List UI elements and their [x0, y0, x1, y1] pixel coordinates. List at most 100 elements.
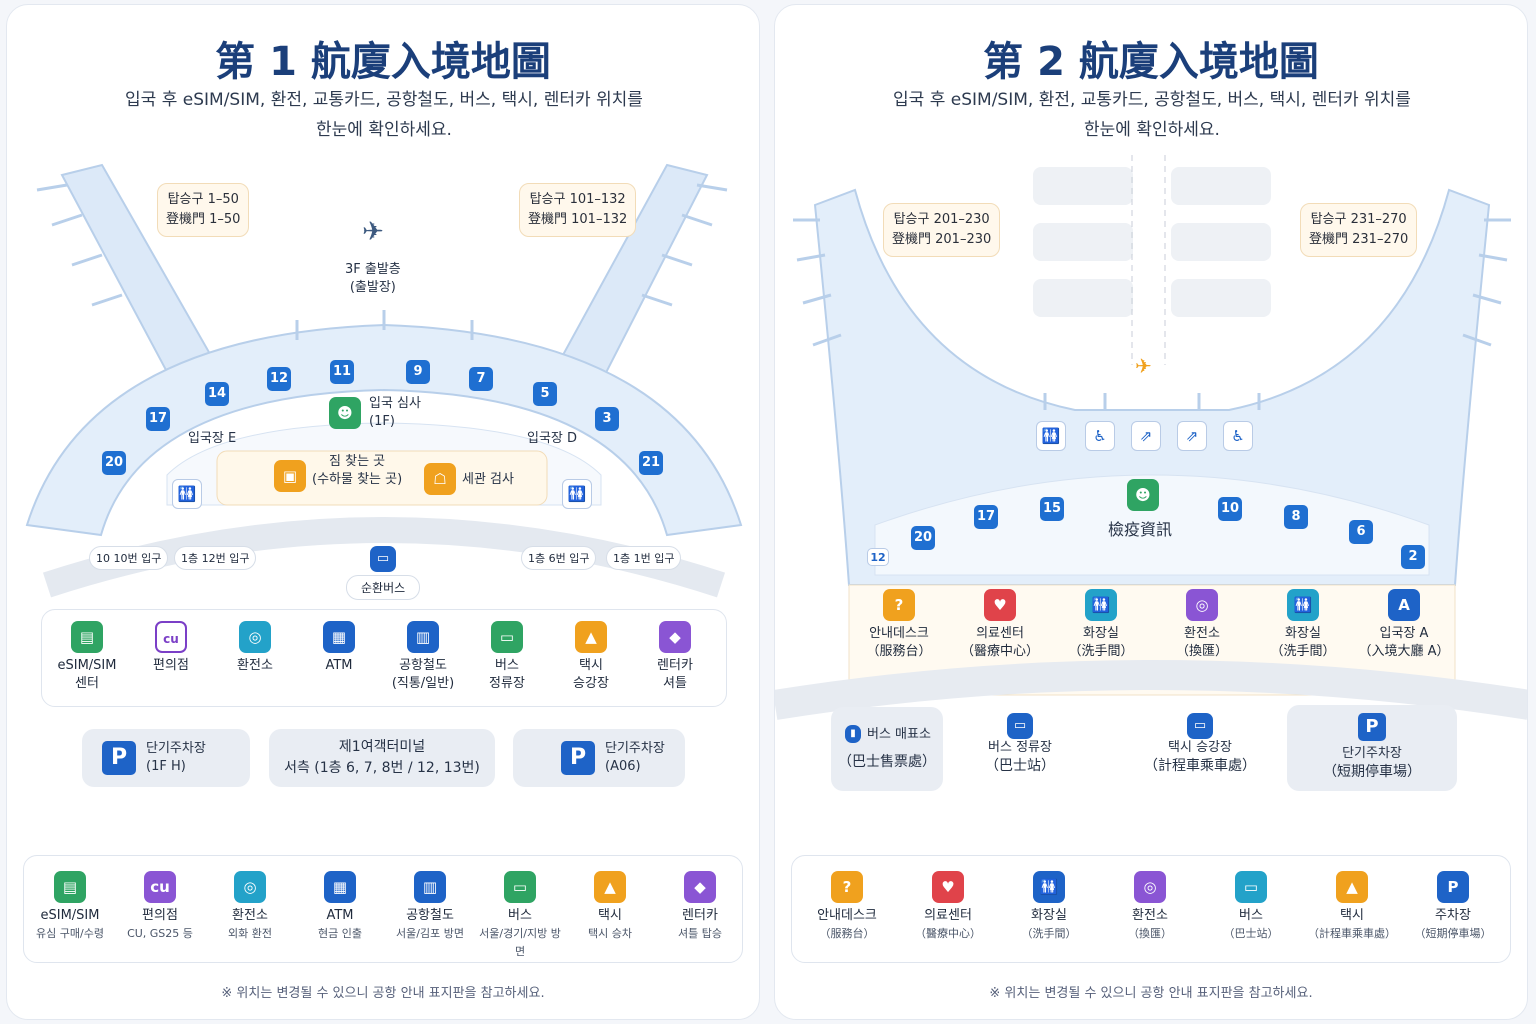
t1-terminal-west: 제1여객터미널 서측 (1층 6, 7, 8번 / 12, 13번) [269, 729, 495, 787]
t1-subtitle: 입국 후 eSIM/SIM, 환전, 교통카드, 공항철도, 버스, 택시, 렌… [125, 90, 643, 140]
t1-parking-left[interactable]: P 단기주차장 (1F H) [82, 729, 250, 787]
t2-bus-stop[interactable]: ▭ 버스 정류장 （巴士站） [960, 713, 1080, 775]
t1-entrance: 1층 1번 입구 [606, 546, 682, 570]
question-icon: ? [883, 589, 915, 621]
t2-bus-ticket[interactable]: ▮ 버스 매표소 （巴士售票處） [831, 707, 943, 791]
t1-parking-right[interactable]: P 단기주차장 (A06) [513, 729, 685, 787]
accessible-icon: ♿ [1223, 421, 1253, 451]
immigration-icon: ☻ [329, 397, 361, 429]
bus-icon: ▭ [504, 871, 536, 903]
customs-icon: ☖ [424, 463, 456, 495]
cu-icon: cu [144, 871, 176, 903]
taxi-icon: ▲ [1336, 871, 1368, 903]
t1-baggage-label: 짐 찾는 곳 (수하물 찾는 곳) [312, 454, 403, 487]
gate-number: 15 [1040, 497, 1064, 521]
t2-gate-right: 탑승구 231–270 登機門 231–270 [1300, 203, 1418, 257]
bus-icon: ▭ [491, 621, 523, 653]
cu-icon: cu [155, 621, 187, 653]
t1-entrance: 1층 6번 입구 [521, 546, 597, 570]
service-item[interactable]: ◎환전소（換匯） [1100, 871, 1200, 943]
ticket-icon: ▮ [845, 725, 861, 743]
t1-immigration-label: 입국 심사 (1F) [369, 396, 421, 429]
train-icon: ▥ [407, 621, 439, 653]
service-item[interactable]: 🚻화장실（洗手間） [1051, 589, 1151, 661]
t1-departure-label: 3F 출발층 (출발장) [345, 262, 401, 295]
gate-number: 11 [330, 360, 354, 384]
esim-icon: ▤ [54, 871, 86, 903]
t1-entrance: 1층 12번 입구 [174, 546, 257, 570]
bus-icon: ▭ [1007, 713, 1033, 739]
medical-icon: ♥ [932, 871, 964, 903]
restroom-icon: 🚻 [562, 479, 592, 509]
service-item[interactable]: ▥공항철도(직통/일반) [381, 621, 465, 693]
restroom-icon: 🚻 [172, 479, 202, 509]
t1-note: ※ 위치는 변경될 수 있으니 공항 안내 표지판을 참고하세요. [221, 986, 545, 1001]
parking-icon: P [1358, 713, 1386, 741]
service-item[interactable]: ▲택시（計程車乘車處） [1302, 871, 1402, 943]
taxi-icon: ▭ [1187, 713, 1213, 739]
parking-icon: P [1437, 871, 1469, 903]
accessible-icon: ♿ [1085, 421, 1115, 451]
gate-number: 20 [911, 526, 935, 550]
parking-icon: P [102, 741, 136, 775]
restroom-icon: 🚻 [1085, 589, 1117, 621]
service-item[interactable]: ?안내데스크（服務台） [849, 589, 949, 661]
t1-gate-right: 탑승구 101–132 登機門 101–132 [519, 183, 637, 237]
gate-number: 14 [205, 382, 229, 406]
service-item[interactable]: 🚻화장실（洗手間） [999, 871, 1099, 943]
terminal-2-panel: 第 2 航廈入境地圖 입국 후 eSIM/SIM, 환전, 교통카드, 공항철도… [774, 4, 1528, 1020]
baggage-icon: ▣ [274, 460, 306, 492]
t2-parking[interactable]: P 단기주차장 （短期停車場） [1287, 705, 1457, 791]
service-item[interactable]: ♥의료센터（醫療中心） [950, 589, 1050, 661]
exchange-icon: ◎ [239, 621, 271, 653]
gate-number: 12 [867, 548, 889, 566]
service-item[interactable]: ♥의료센터（醫療中心） [898, 871, 998, 943]
esim-icon: ▤ [71, 621, 103, 653]
t2-taxi-stand[interactable]: ▭ 택시 승강장 （計程車乘車處） [1135, 713, 1265, 775]
service-item[interactable]: ◎환전소 [213, 621, 297, 675]
rentacar-icon: ◆ [659, 621, 691, 653]
atm-icon: ▦ [323, 621, 355, 653]
restroom-icon: 🚻 [1287, 589, 1319, 621]
t1-shuttle-label: 순환버스 [346, 575, 421, 600]
question-icon: ? [831, 871, 863, 903]
t2-quarantine-label: 檢疫資訊 [1108, 520, 1173, 539]
service-item[interactable]: 🚻화장실（洗手間） [1253, 589, 1353, 661]
plane-icon: ✈ [362, 217, 384, 247]
terminal-1-panel: 第 1 航廈入境地圖 입국 후 eSIM/SIM, 환전, 교통카드, 공항철도… [6, 4, 760, 1020]
t1-entry-d: 입국장 D [527, 431, 578, 446]
gate-number: 6 [1349, 520, 1373, 544]
t2-terminal-map [775, 155, 1527, 720]
medical-icon: ♥ [984, 589, 1016, 621]
restroom-icon: 🚻 [1036, 421, 1066, 451]
gate-number: 17 [146, 407, 170, 431]
service-item[interactable]: ?안내데스크（服務台） [797, 871, 897, 943]
t2-subtitle: 입국 후 eSIM/SIM, 환전, 교통카드, 공항철도, 버스, 택시, 렌… [893, 90, 1411, 140]
service-item[interactable]: ▦ATM [297, 621, 381, 675]
service-item[interactable]: ◎환전소（換匯） [1152, 589, 1252, 661]
bus-icon: ▭ [1235, 871, 1267, 903]
restroom-icon: 🚻 [1033, 871, 1065, 903]
gate-number: 8 [1284, 505, 1308, 529]
t1-customs-label: 세관 검사 [462, 472, 514, 487]
gate-number: 21 [639, 451, 663, 475]
gate-number: 3 [595, 407, 619, 431]
service-item[interactable]: ▭버스（巴士站） [1201, 871, 1301, 943]
gate-number: 7 [469, 367, 493, 391]
exchange-icon: ◎ [234, 871, 266, 903]
